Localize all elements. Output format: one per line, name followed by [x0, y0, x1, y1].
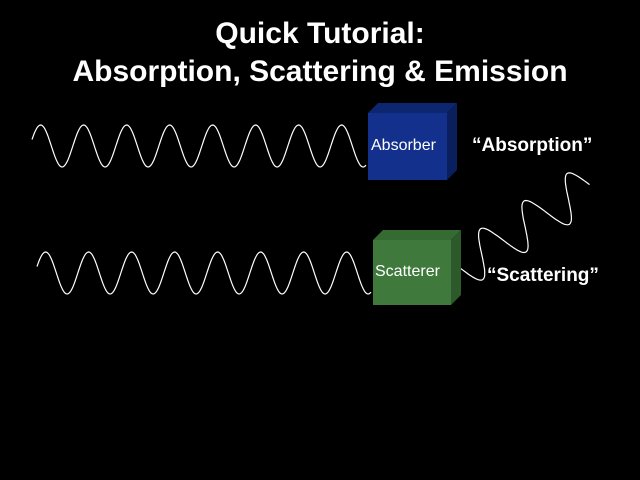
- absorption-caption: “Absorption”: [472, 135, 593, 156]
- scatterer-box: [373, 230, 461, 305]
- absorber-label: Absorber: [371, 137, 436, 154]
- scattering-caption: “Scattering”: [487, 265, 599, 286]
- incident-wave-absorber: [31, 124, 367, 168]
- absorber-box: [368, 103, 457, 180]
- scatterer-label: Scatterer: [375, 263, 440, 280]
- scatterer-box-side: [451, 230, 461, 305]
- scattered-wave: [459, 172, 590, 281]
- slide-title-line-1: Quick Tutorial:: [215, 17, 425, 50]
- absorber-box-front: [368, 113, 447, 180]
- slide-title-line-2: Absorption, Scattering & Emission: [72, 55, 568, 88]
- scatterer-box-top: [373, 230, 461, 240]
- absorber-box-top: [368, 103, 457, 113]
- scatterer-box-front: [373, 240, 451, 305]
- incident-wave-scatterer: [36, 251, 372, 295]
- absorber-box-side: [447, 103, 457, 180]
